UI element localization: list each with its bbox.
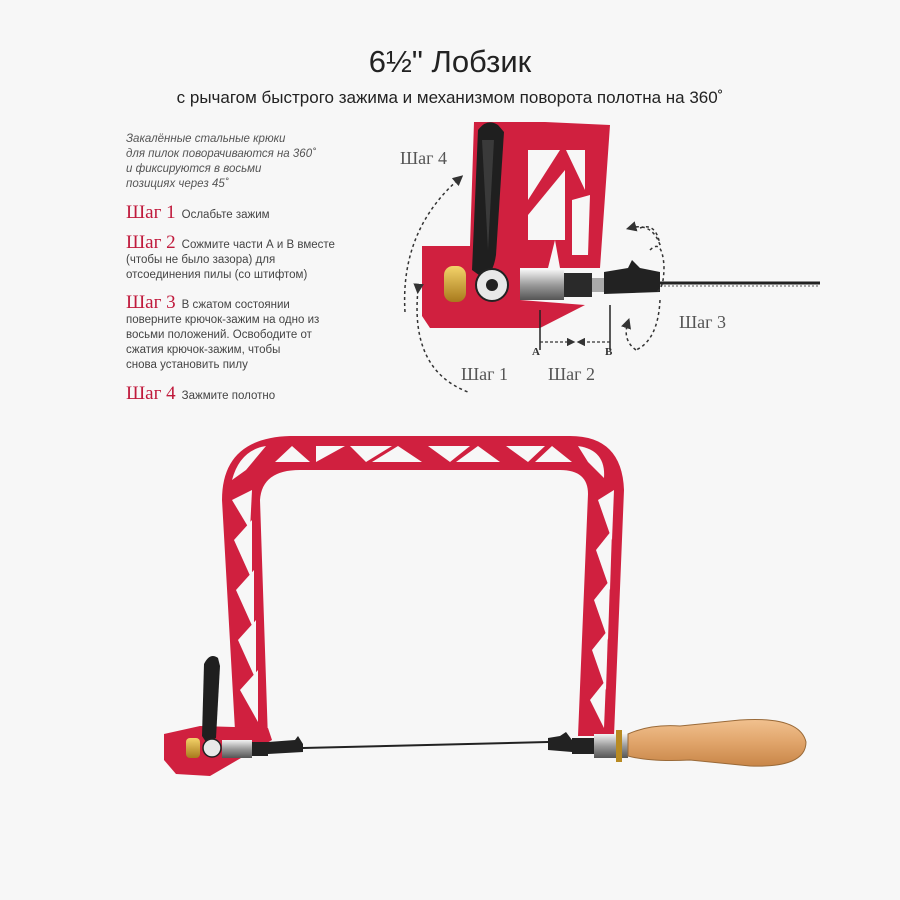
- page-title: 6½" Лобзик: [368, 44, 532, 79]
- part-a-label: A: [532, 346, 540, 358]
- step-3-text: снова установить пилу: [126, 359, 248, 371]
- step-2-heading: Шаг 2: [126, 232, 176, 253]
- step-2-text: (чтобы не было зазора) для: [126, 254, 276, 266]
- step-3-heading: Шаг 3: [126, 292, 176, 313]
- step-3-text: восьми положений. Освободите от: [126, 329, 312, 341]
- saw-frame: [222, 436, 624, 748]
- blade-hook: [604, 260, 660, 294]
- step-3-arrow-upper: [649, 245, 665, 293]
- step-2-instruction: Шаг 2 Сожмите части А и В вместе (чтобы н…: [126, 232, 381, 283]
- step-4-instruction: Шаг 4 Зажмите полотно: [126, 383, 381, 404]
- step-3-text: В сжатом состоянии: [181, 299, 290, 311]
- intro-line: Закалённые стальные крюки: [126, 133, 286, 145]
- step-4-arrow: [403, 175, 464, 313]
- wooden-handle: [627, 719, 807, 767]
- part-b-label: B: [605, 346, 613, 358]
- quick-release-lever-full: [202, 656, 220, 742]
- step-1-label: Шаг 1: [461, 364, 509, 384]
- step-4-label: Шаг 4: [400, 148, 448, 168]
- step-3-instruction: Шаг 3 В сжатом состоянии поверните крючок…: [126, 292, 381, 373]
- step-2-label: Шаг 2: [548, 364, 596, 384]
- intro-line: для пилок поворачиваются на 360˚: [126, 148, 316, 160]
- brass-knob: [444, 266, 466, 302]
- saw-blade: [302, 741, 549, 749]
- step-3-arrow-lower: [635, 299, 661, 351]
- intro-line: позициях через 45˚: [126, 178, 229, 190]
- step-1-heading: Шаг 1: [126, 202, 176, 223]
- step-3-label: Шаг 3: [679, 312, 727, 332]
- intro-line: и фиксируются в восьми: [126, 163, 262, 175]
- step-3-text: сжатия крючок-зажим, чтобы: [126, 344, 281, 356]
- step-3-text: поверните крючок-зажим на одно из: [126, 314, 320, 326]
- step-4-heading: Шаг 4: [126, 383, 176, 404]
- step-1-instruction: Шаг 1 Ослабьте зажим: [126, 202, 381, 223]
- page-subtitle: с рычагом быстрого зажима и механизмом п…: [176, 88, 724, 107]
- chrome-collar: [520, 270, 564, 300]
- step-4-text: Зажмите полотно: [181, 390, 276, 402]
- step-1-text: Ослабьте зажим: [181, 209, 270, 221]
- step-1-arrow: [413, 283, 469, 393]
- clamp-detail-view: [403, 122, 820, 393]
- step-2-text: отсоединения пилы (со штифтом): [126, 269, 308, 281]
- intro-text: Закалённые стальные крюки для пилок пово…: [126, 132, 376, 192]
- step-2-text: Сожмите части А и В вместе: [181, 239, 335, 251]
- full-coping-saw: [164, 436, 807, 776]
